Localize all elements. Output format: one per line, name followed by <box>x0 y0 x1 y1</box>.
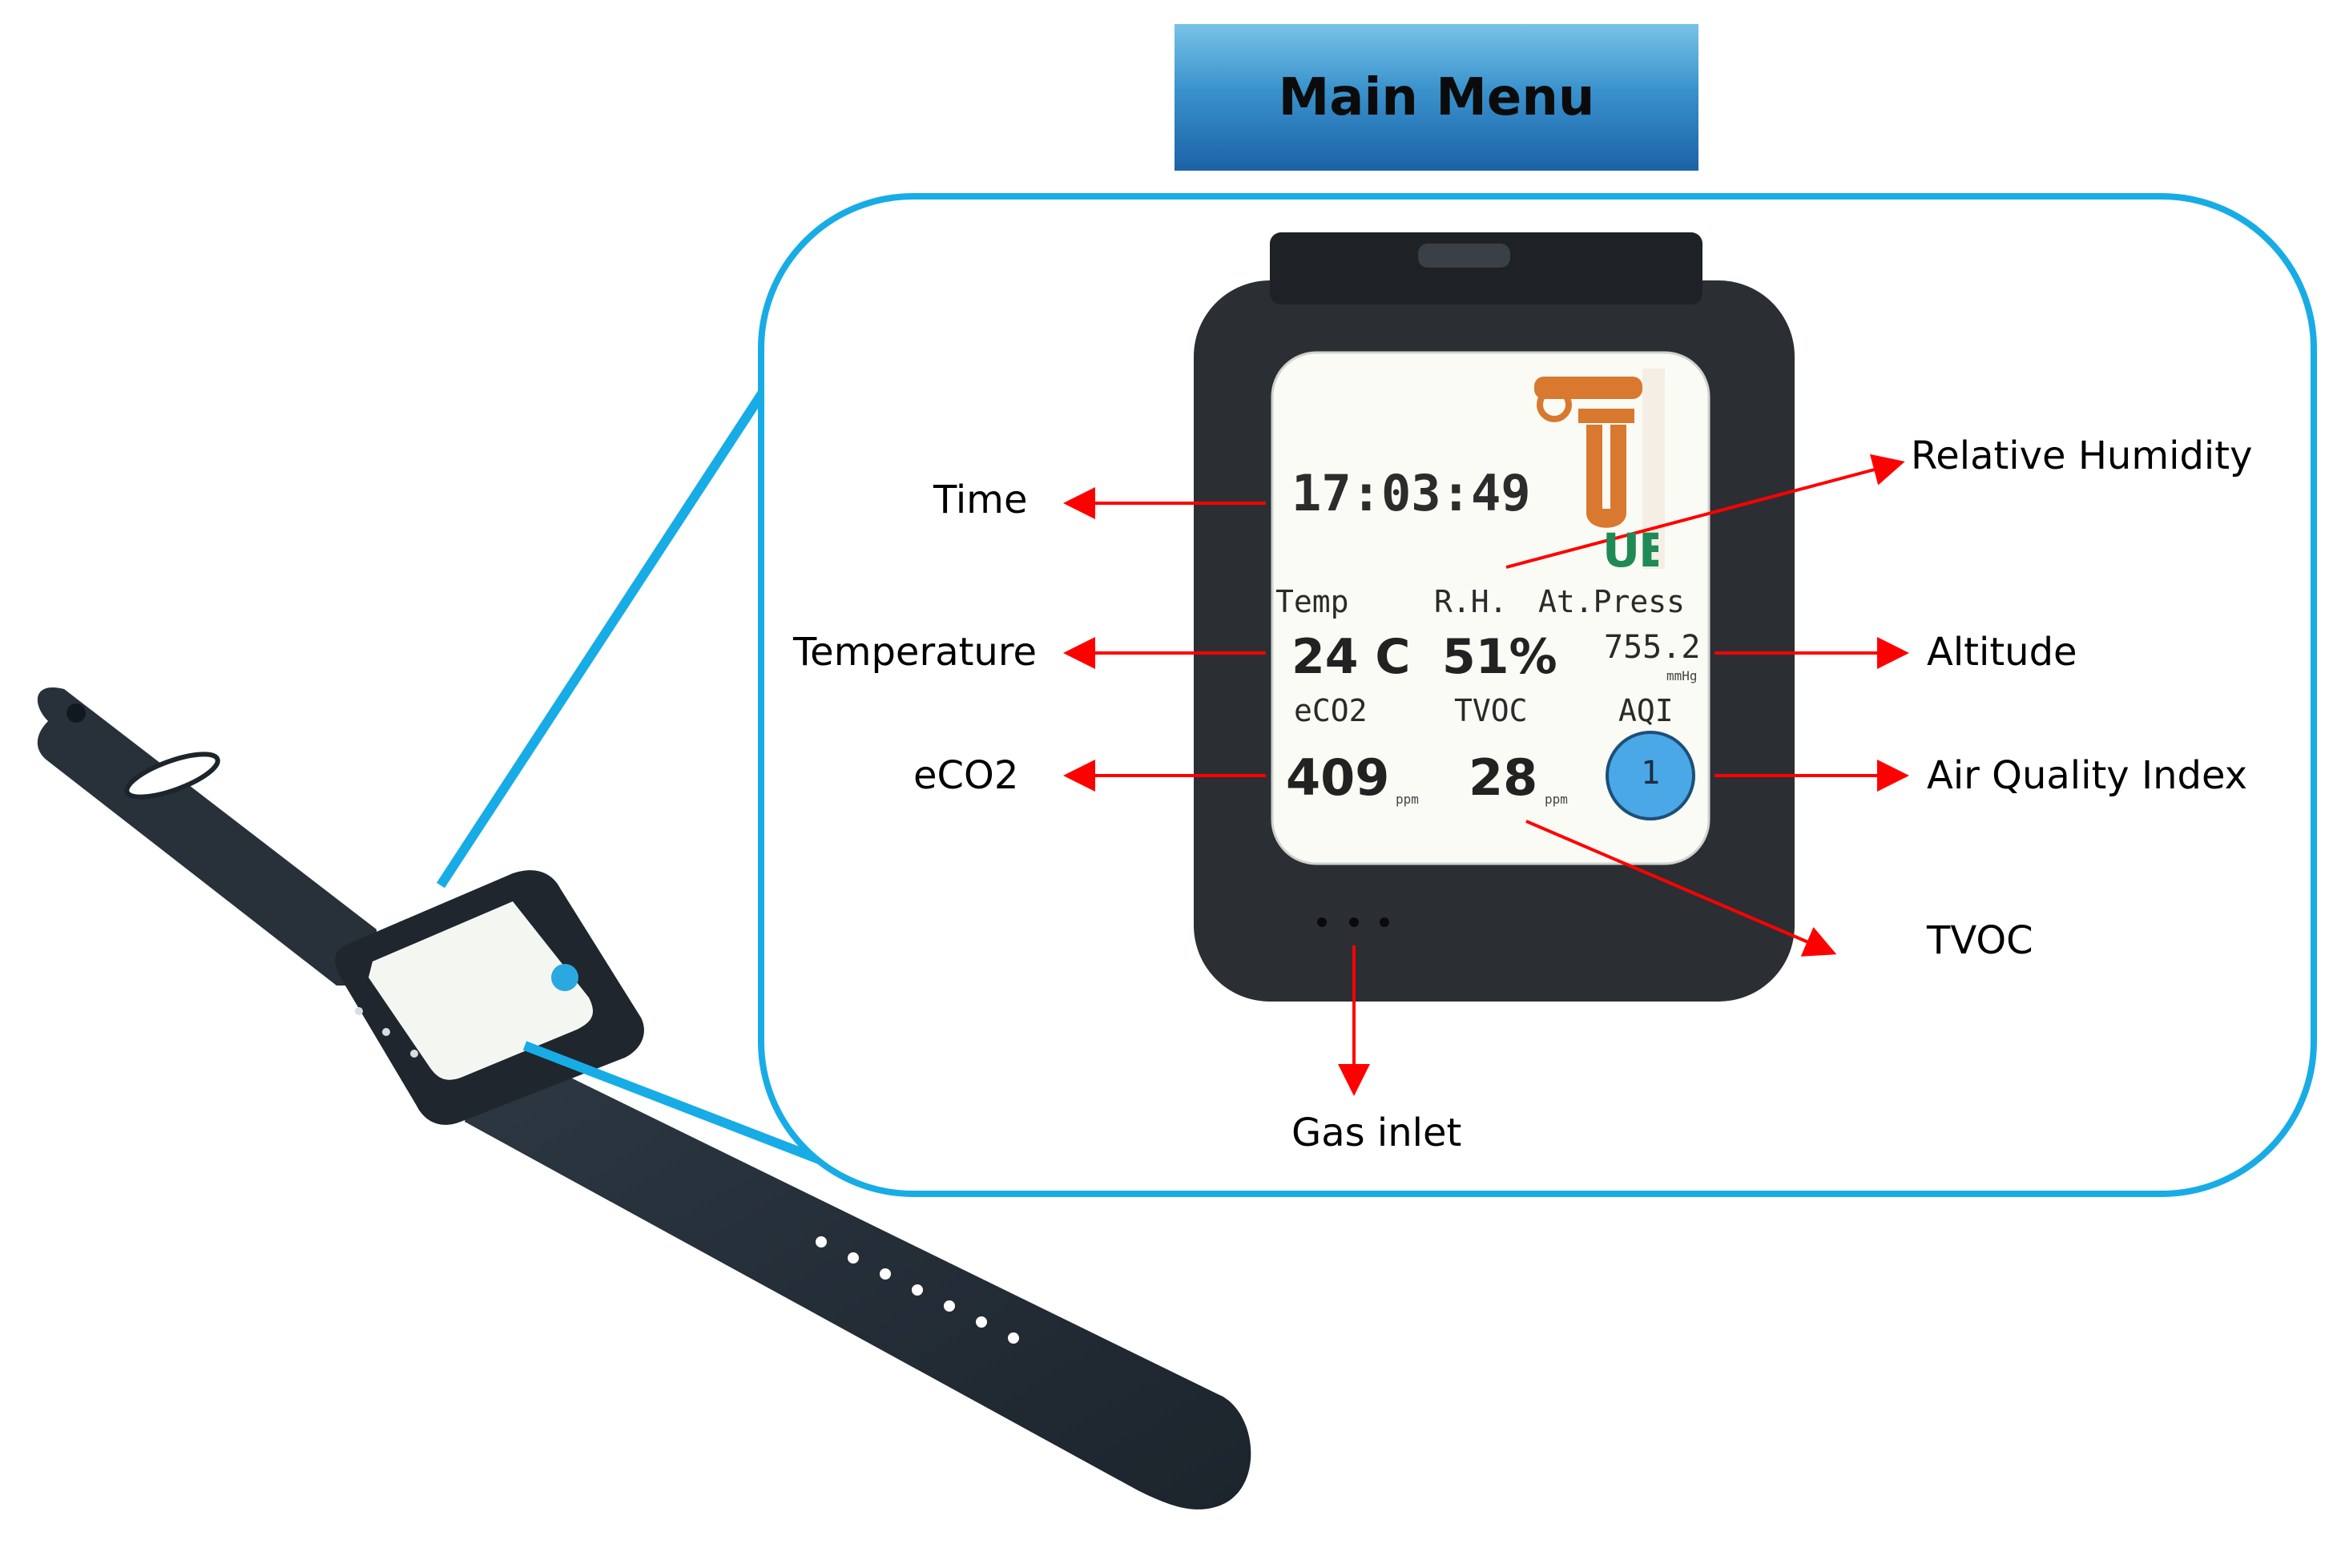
logo-ex-text: UEX <box>1602 527 1658 574</box>
watch-strap-upper <box>37 687 377 986</box>
unit-press: mmHg <box>1666 668 1698 683</box>
watch-strap-lower <box>465 1034 1251 1510</box>
label-eco2: eCO2 <box>1294 693 1368 728</box>
unit-eco2: ppm <box>1396 792 1419 807</box>
main-menu-banner: Main Menu <box>1175 24 1698 171</box>
label-tvoc: TVOC <box>1454 693 1528 728</box>
device-gas-inlet-holes <box>1317 917 1389 927</box>
strap-pin <box>66 703 86 723</box>
label-callout-altitude: Altitude <box>1927 630 2077 675</box>
value-aqi: 1 <box>1640 755 1661 792</box>
label-aqi: AQI <box>1618 693 1674 728</box>
label-callout-air-quality-index: Air Quality Index <box>1927 753 2248 798</box>
label-callout-time: Time <box>933 478 1028 522</box>
value-tvoc: 28 <box>1469 748 1538 807</box>
main-menu-title: Main Menu <box>1278 67 1595 127</box>
watch-photo <box>37 687 1251 1510</box>
unit-tvoc: ppm <box>1545 792 1568 807</box>
device-enlarged <box>1194 232 1795 1002</box>
strap-loop <box>124 752 220 800</box>
label-rh: R.H. <box>1434 584 1508 619</box>
device-top-strap <box>1270 232 1702 304</box>
watch-screen-small <box>369 901 593 1080</box>
arrow-relative-humidity <box>1505 453 1905 569</box>
label-temp: Temp <box>1275 584 1349 619</box>
aqi-indicator-circle <box>1606 731 1695 820</box>
label-callout-eco2: eCO2 <box>913 753 1019 798</box>
watch-side-holes <box>355 1007 418 1058</box>
arrows <box>1063 453 1909 1096</box>
arrow-tvoc <box>1525 820 1837 957</box>
uex-logo <box>1534 369 1665 569</box>
zoom-line-upper <box>436 385 770 889</box>
value-press: 755.2 <box>1604 629 1701 666</box>
screen-time: 17:03:49 <box>1291 464 1531 522</box>
device-button <box>1418 244 1510 268</box>
label-callout-tvoc: TVOC <box>1927 918 2033 963</box>
value-eco2: 409 <box>1286 748 1390 807</box>
value-temp: 24 C <box>1291 629 1411 685</box>
strap-holes <box>816 1236 1019 1344</box>
zoom-line-lower <box>522 1041 828 1167</box>
watch-screen-small-aqi-dot <box>551 964 578 991</box>
label-callout-relative-humidity: Relative Humidity <box>1911 433 2253 478</box>
label-press: At.Press <box>1538 584 1686 619</box>
label-callout-temperature: Temperature <box>793 630 1038 675</box>
value-rh: 51% <box>1442 629 1557 685</box>
label-callout-gas-inlet: Gas inlet <box>1291 1110 1462 1155</box>
